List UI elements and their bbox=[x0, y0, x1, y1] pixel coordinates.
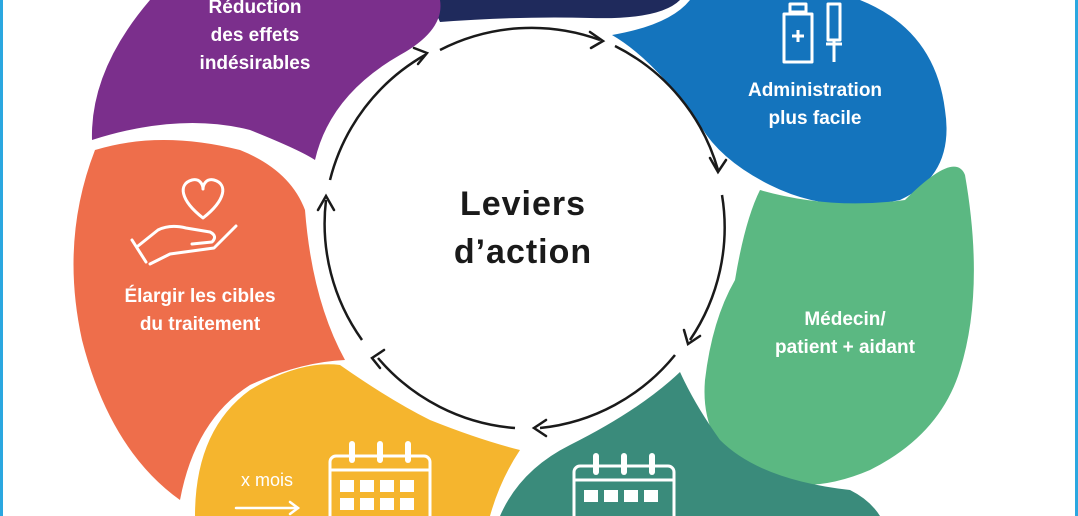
arrowhead-3 bbox=[682, 328, 702, 346]
calendar-grid-right bbox=[584, 490, 658, 502]
segment-elargir bbox=[73, 140, 345, 500]
segment-top bbox=[430, 0, 680, 22]
arrowhead-5 bbox=[370, 348, 386, 370]
label-medecin: Médecin/ patient + aidant bbox=[775, 309, 915, 358]
arrowhead-1 bbox=[588, 30, 606, 50]
cycle-ring bbox=[323, 26, 726, 430]
duration-arrow bbox=[234, 500, 301, 516]
calendar-icon-left bbox=[328, 441, 432, 516]
cycle-arrowheads bbox=[316, 30, 728, 438]
arrowhead-2 bbox=[708, 156, 728, 175]
calendar-grid-left bbox=[340, 480, 414, 510]
vial-syringe-icon bbox=[782, 2, 842, 64]
center-title: Leviers d’action bbox=[453, 185, 593, 271]
label-elargir: Élargir les cibles du traitement bbox=[124, 286, 276, 335]
label-administration: Administration plus facile bbox=[747, 80, 883, 129]
center-circle bbox=[318, 24, 728, 434]
calendar-icon-right bbox=[572, 453, 676, 516]
label-x-mois: x mois bbox=[240, 470, 293, 490]
heart-hand-icon bbox=[130, 178, 238, 266]
arrowhead-4 bbox=[531, 418, 548, 438]
segment-medecin bbox=[704, 166, 974, 485]
segment-administration bbox=[612, 0, 947, 205]
arrowhead-7 bbox=[412, 46, 430, 66]
segment-reduction bbox=[91, 0, 441, 160]
arrowhead-6 bbox=[316, 193, 336, 212]
segment-bottom-left bbox=[195, 364, 520, 516]
label-reduction: Réduction des effets indésirables bbox=[199, 0, 311, 74]
